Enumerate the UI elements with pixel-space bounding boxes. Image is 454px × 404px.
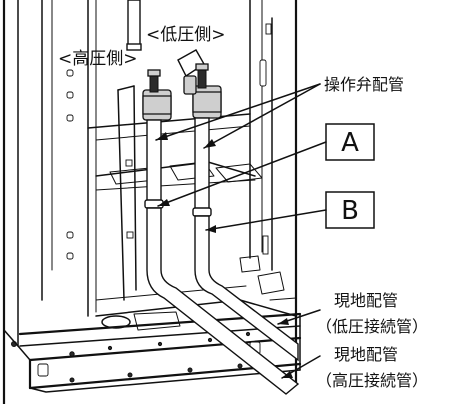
- unit-cabinet: [2, 0, 302, 404]
- arrow-heads: [156, 132, 293, 378]
- label-box-b: B: [341, 196, 359, 226]
- label-site-piping-1: 現地配管: [334, 291, 398, 310]
- operation-valve-high: [142, 69, 172, 121]
- label-valve-piping: 操作弁配管: [324, 75, 404, 94]
- operation-valve-low: [183, 63, 222, 119]
- upper-pipes: [126, 0, 205, 78]
- label-box-a: A: [341, 128, 359, 158]
- label-site-piping-2: 現地配管: [334, 345, 398, 364]
- label-low-pressure-side: <低圧側>: [146, 25, 226, 45]
- leader-lines: [155, 83, 327, 379]
- callout-box-b: [325, 191, 375, 229]
- label-low-pressure-connection: （低圧接続管）: [316, 317, 428, 336]
- site-piping: [146, 207, 300, 395]
- valve-piping: [144, 117, 212, 217]
- label-high-pressure-connection: （高圧接続管）: [316, 371, 428, 390]
- label-high-pressure-side: <高圧側>: [58, 49, 138, 69]
